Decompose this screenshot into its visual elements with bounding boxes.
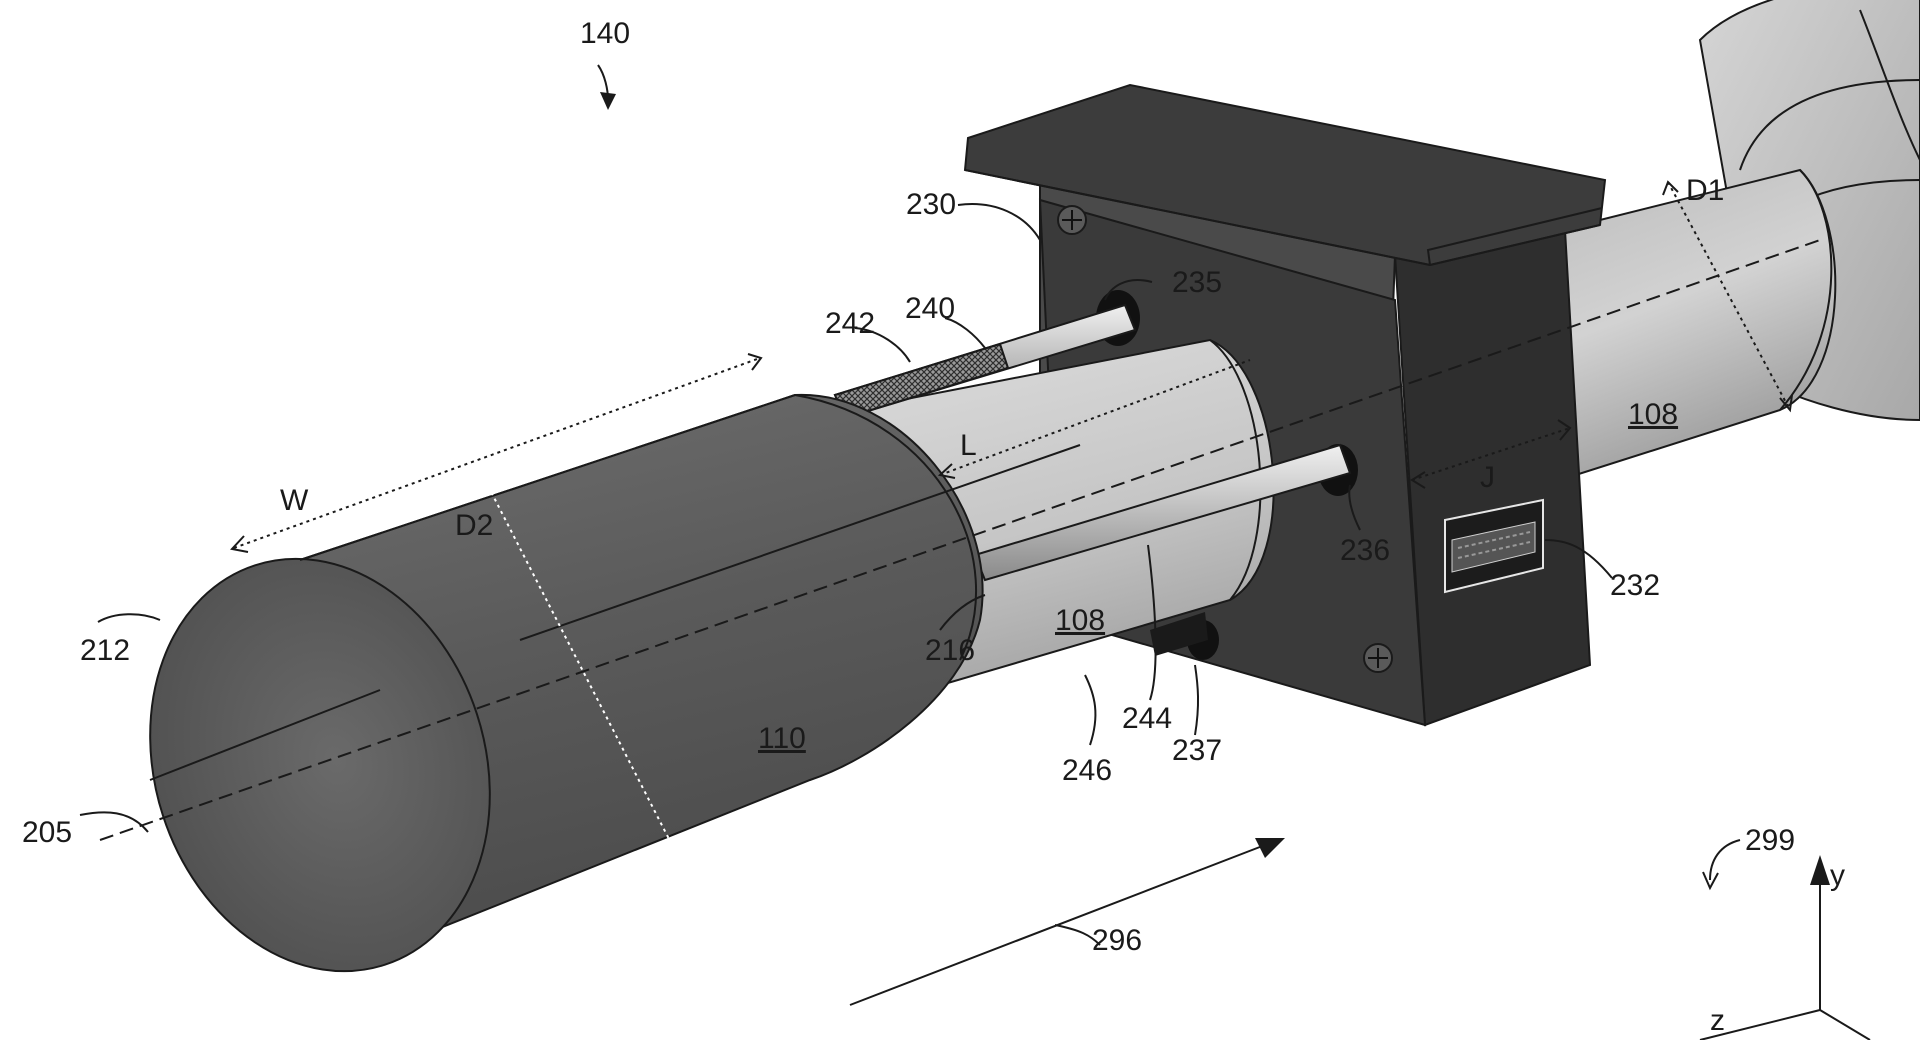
label-L: L	[960, 429, 977, 462]
label-240: 240	[905, 292, 955, 325]
label-232: 232	[1610, 569, 1660, 602]
outer-cylinder-110	[98, 395, 982, 1016]
label-D2: D2	[455, 509, 493, 542]
label-236: 236	[1340, 534, 1390, 567]
label-J: J	[1480, 461, 1495, 494]
label-140: 140	[580, 17, 630, 50]
label-237: 237	[1172, 734, 1222, 767]
label-108-inner: 108	[1055, 604, 1105, 637]
label-205: 205	[22, 816, 72, 849]
label-axis-z: z	[1710, 1004, 1725, 1037]
label-235: 235	[1172, 266, 1222, 299]
label-108-pipe: 108	[1628, 398, 1678, 431]
arrow-140	[598, 65, 616, 110]
label-110: 110	[758, 722, 806, 755]
label-W: W	[280, 484, 309, 517]
label-242: 242	[825, 307, 875, 340]
label-299: 299	[1745, 824, 1795, 857]
label-axis-y: y	[1830, 859, 1845, 892]
label-230: 230	[906, 188, 956, 221]
label-216: 216	[925, 634, 975, 667]
label-246: 246	[1062, 754, 1112, 787]
label-D1: D1	[1686, 174, 1724, 207]
label-244: 244	[1122, 702, 1172, 735]
label-296: 296	[1092, 924, 1142, 957]
label-212: 212	[80, 634, 130, 667]
flow-arrow	[850, 838, 1285, 1005]
